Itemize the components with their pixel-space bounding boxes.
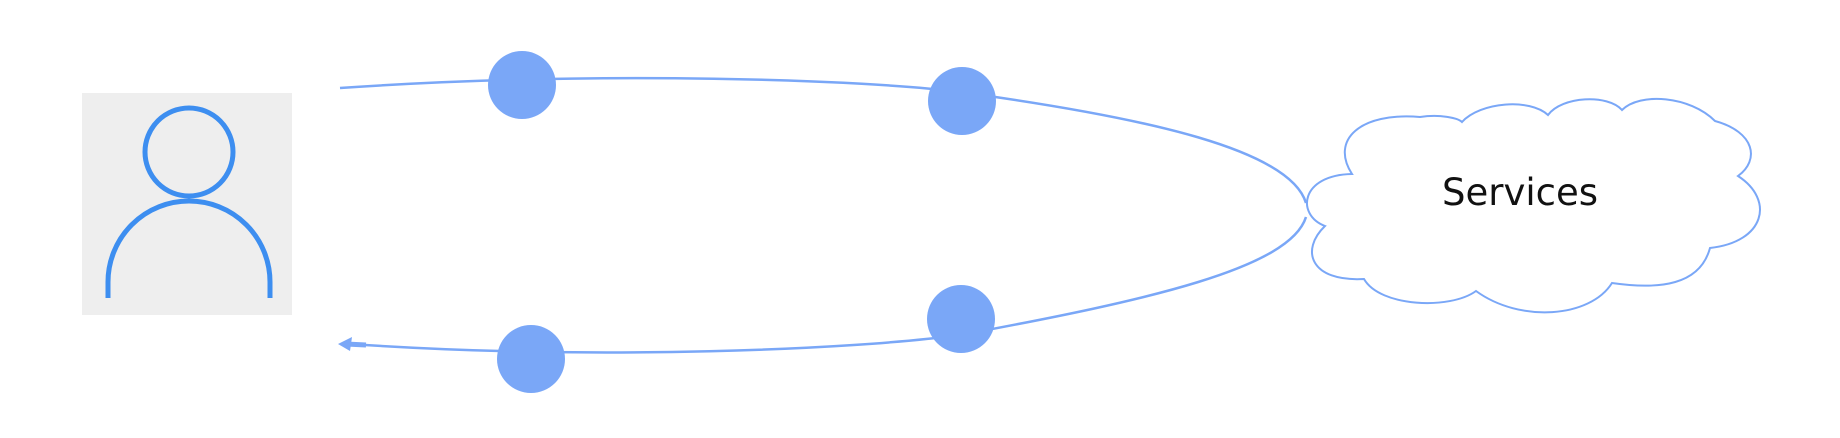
response-flow-line bbox=[364, 216, 1308, 354]
response-node-1 bbox=[927, 285, 995, 353]
request-flow-line bbox=[339, 76, 1308, 204]
user-icon bbox=[105, 105, 273, 298]
request-node-1 bbox=[488, 51, 556, 119]
arrow-left-icon bbox=[338, 337, 367, 351]
request-node-2 bbox=[928, 67, 996, 135]
response-node-2 bbox=[497, 325, 565, 393]
user-box bbox=[82, 93, 292, 315]
cloud-icon: Services bbox=[1306, 97, 1761, 314]
cloud-label: Services bbox=[1442, 171, 1598, 214]
